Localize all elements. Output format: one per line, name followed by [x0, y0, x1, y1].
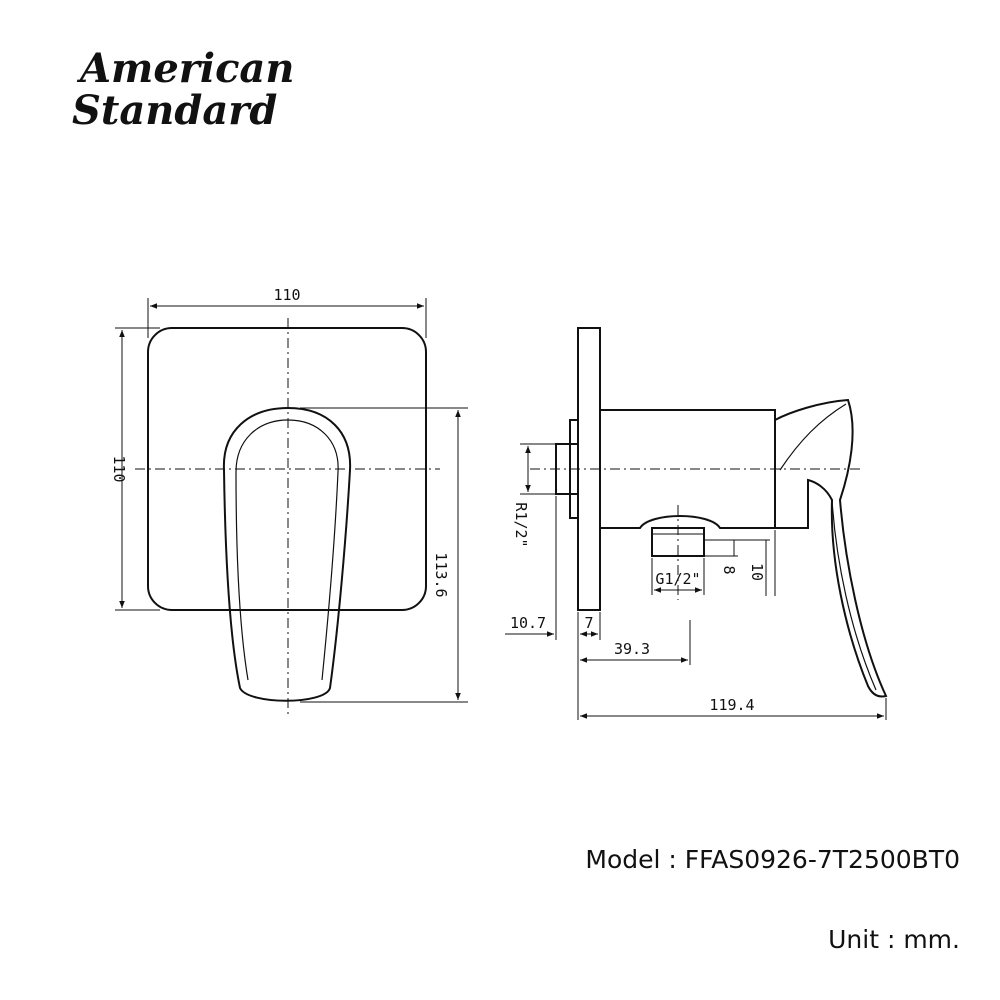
front-plate	[147, 327, 427, 611]
dim-height-110: 110	[110, 455, 128, 482]
dim-thread-r12: R1/2"	[512, 502, 530, 547]
front-view	[115, 298, 468, 715]
dim-119-4: 119.4	[709, 696, 754, 714]
side-view	[505, 327, 888, 720]
side-handle	[774, 398, 888, 698]
dim-7: 7	[584, 614, 593, 632]
dim-10: 10	[748, 563, 766, 581]
dim-10-7: 10.7	[510, 614, 546, 632]
american-standard-logo: American Standard	[72, 45, 294, 134]
side-body	[599, 409, 776, 529]
logo-line-2: Standard	[72, 87, 277, 134]
model-label: Model : FFAS0926-7T2500BT0	[585, 845, 960, 874]
logo-line-1: American	[76, 45, 294, 92]
front-handle-inner	[235, 419, 339, 681]
front-handle	[222, 406, 352, 702]
dim-thread-g12: G1/2"	[655, 570, 700, 588]
dim-8: 8	[720, 565, 738, 574]
dim-width-110: 110	[273, 286, 300, 304]
dim-handle-113-6: 113.6	[432, 552, 450, 597]
unit-label: Unit : mm.	[828, 925, 960, 954]
dim-39-3: 39.3	[614, 640, 650, 658]
side-handle-edge	[779, 403, 877, 691]
